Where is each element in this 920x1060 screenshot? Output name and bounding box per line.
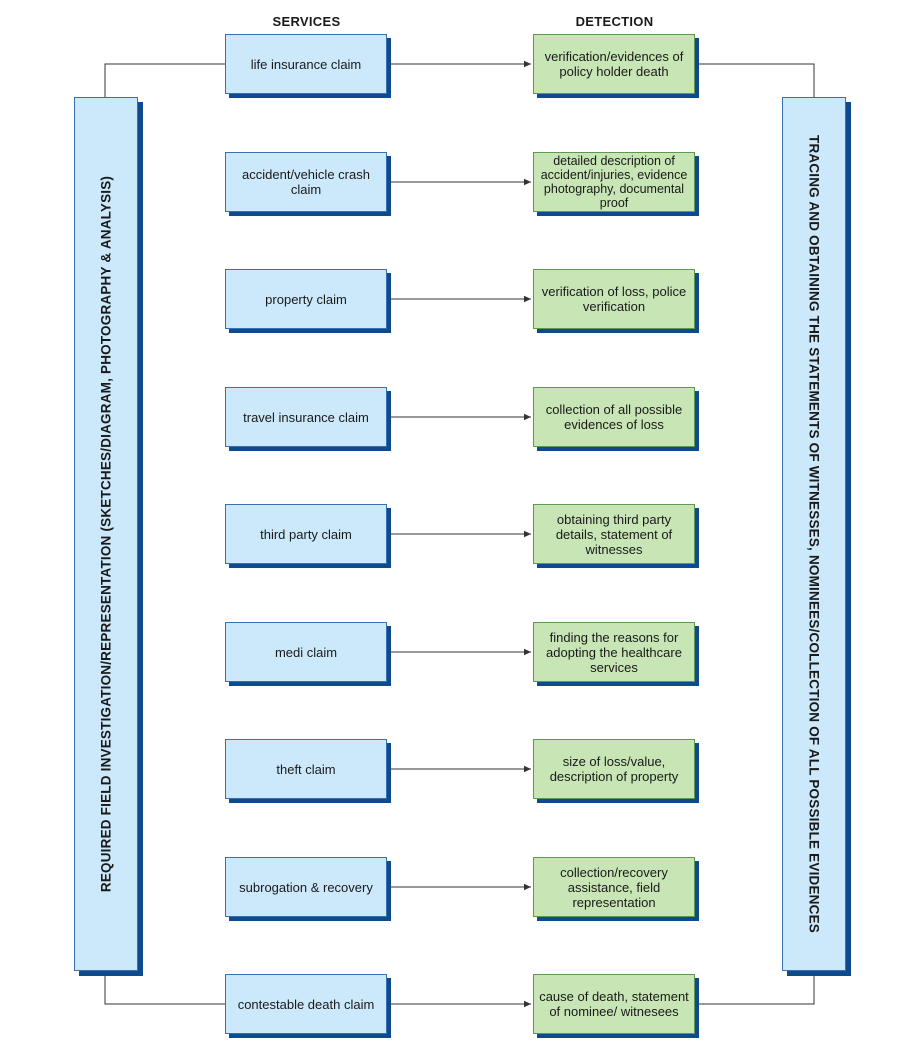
service-box: subrogation & recovery	[225, 857, 387, 917]
detection-box: finding the reasons for adopting the hea…	[533, 622, 695, 682]
left-sidebar-label: REQUIRED FIELD INVESTIGATION/REPRESENTAT…	[98, 175, 114, 893]
bottom-right-connector	[695, 971, 815, 1005]
detection-header: DETECTION	[575, 14, 654, 29]
detection-box: collection of all possible evidences of …	[533, 387, 695, 447]
service-box: property claim	[225, 269, 387, 329]
arrow-group	[389, 60, 531, 1008]
bottom-left-connector	[104, 971, 225, 1005]
detection-box: obtaining third party details, statement…	[533, 504, 695, 564]
top-right-connector	[695, 63, 815, 97]
top-left-connector	[104, 63, 225, 97]
service-box: medi claim	[225, 622, 387, 682]
service-box: contestable death claim	[225, 974, 387, 1034]
services-header: SERVICES	[272, 14, 341, 29]
detection-box: cause of death, statement of nominee/ wi…	[533, 974, 695, 1034]
service-box: travel insurance claim	[225, 387, 387, 447]
detection-box: verification of loss, police verificatio…	[533, 269, 695, 329]
service-box: theft claim	[225, 739, 387, 799]
service-box: third party claim	[225, 504, 387, 564]
left-sidebar: REQUIRED FIELD INVESTIGATION/REPRESENTAT…	[74, 97, 138, 971]
right-sidebar: TRACING AND OBTAINING THE STATEMENTS OF …	[782, 97, 846, 971]
detection-box: size of loss/value, description of prope…	[533, 739, 695, 799]
service-box: accident/vehicle crash claim	[225, 152, 387, 212]
detection-box: verification/evidences of policy holder …	[533, 34, 695, 94]
detection-box: collection/recovery assistance, field re…	[533, 857, 695, 917]
right-sidebar-label: TRACING AND OBTAINING THE STATEMENTS OF …	[806, 135, 822, 933]
detection-box: detailed description of accident/injurie…	[533, 152, 695, 212]
service-box: life insurance claim	[225, 34, 387, 94]
